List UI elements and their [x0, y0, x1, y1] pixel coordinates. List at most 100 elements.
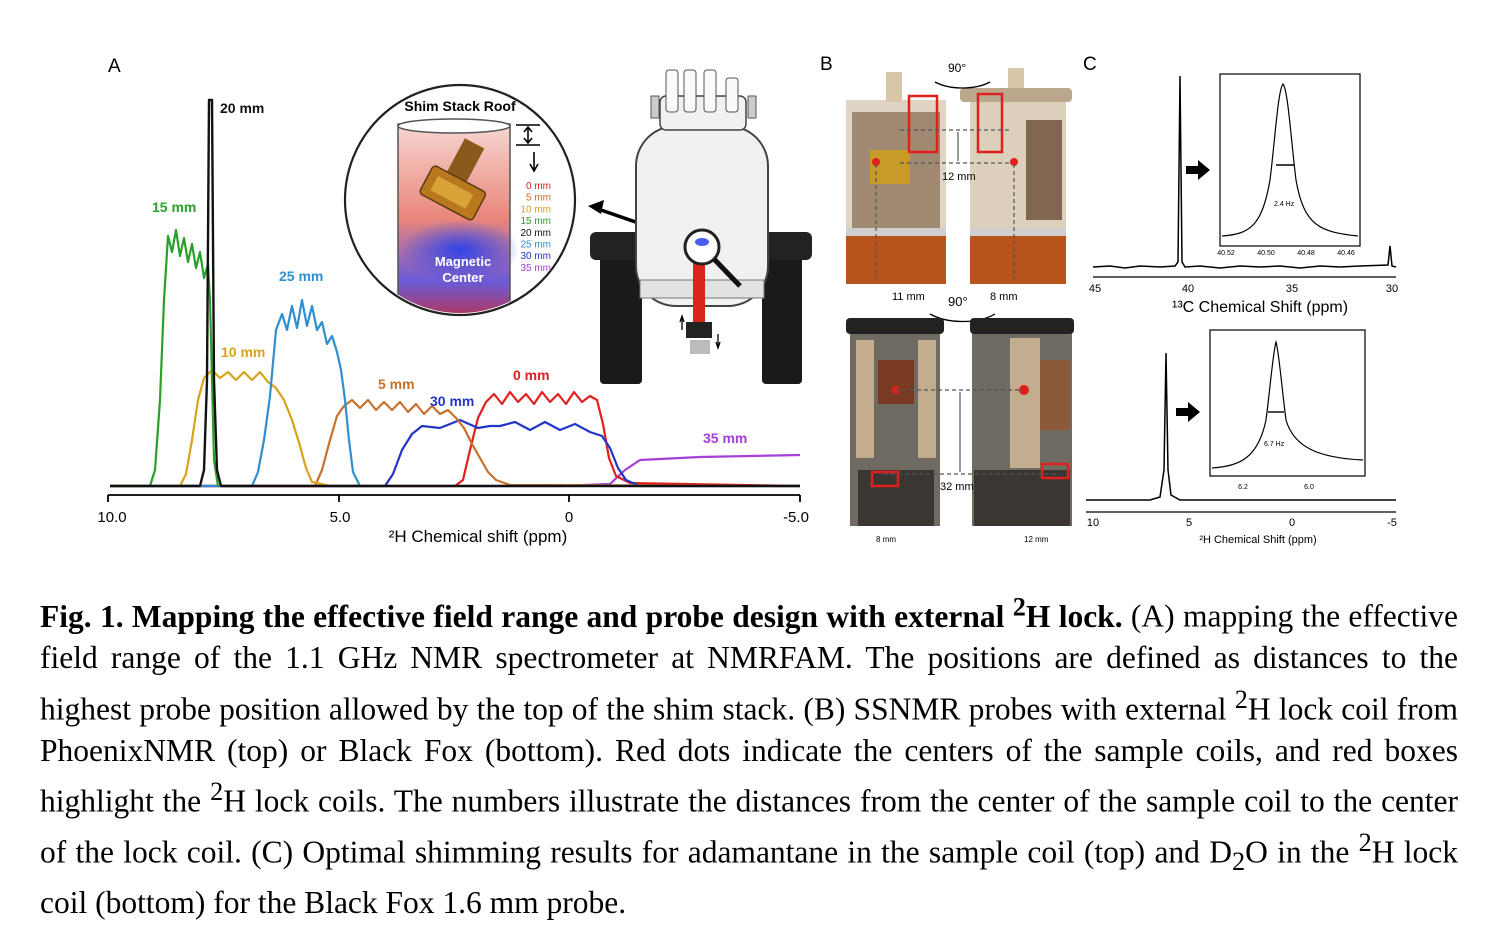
inset-position-label: 15 mm [520, 216, 551, 227]
tick-label: 35 [1286, 283, 1298, 295]
bottom-distance: 32 mm [940, 481, 974, 493]
arrow-icon [1186, 160, 1210, 180]
tick-label: 30 [1386, 283, 1398, 295]
c13-ticks: 45 40 35 30 [1089, 283, 1398, 295]
caption-title-text: Fig. 1. Mapping the effective field rang… [40, 598, 1013, 634]
tick-label: 40.46 [1337, 250, 1355, 257]
probe-head-icon [419, 138, 487, 221]
inset-title: Shim Stack Roof [404, 98, 516, 114]
label-25mm: 25 mm [279, 268, 323, 284]
label-15mm: 15 mm [152, 199, 196, 215]
x-axis-label-a: ²H Chemical shift (ppm) [389, 527, 568, 546]
magnetic-center-label-2: Center [442, 270, 483, 285]
tick-label: 10.0 [97, 509, 126, 526]
tick-label: -5.0 [783, 509, 809, 526]
trace-25mm [110, 298, 361, 488]
h2-inset-ticks: 6.2 6.0 [1238, 484, 1314, 491]
magnet-icon [590, 69, 812, 384]
figure-caption: Fig. 1. Mapping the effective field rang… [40, 586, 1458, 924]
label-10mm: 10 mm [221, 344, 265, 360]
trace-10mm [110, 368, 331, 488]
superscript: 2 [1012, 592, 1026, 621]
top-distance-guides [875, 129, 1015, 282]
blackfox-probe-photo-left [846, 318, 944, 526]
tick-label: 40 [1182, 283, 1194, 295]
trace-5mm [110, 398, 801, 488]
tick-label: 40.52 [1217, 250, 1235, 257]
top-left-width: 11 mm [892, 291, 925, 303]
pointer-arrowhead [588, 200, 604, 214]
inset-position-label: 5 mm [526, 193, 551, 204]
top-right-width: 8 mm [990, 291, 1018, 303]
panel-c-letter: C [1083, 54, 1097, 75]
shim-stack-inset: Shim Stack Roof Magnetic Center 0 mm5 mm… [343, 83, 577, 317]
inset-position-label: 30 mm [520, 251, 551, 262]
caption-body: H lock coil from PhoenixNMR (top) or Bla… [40, 691, 1458, 819]
phoenix-probe-photo-left [846, 72, 946, 284]
bottom-rotation: 90° [948, 294, 968, 309]
trace-0mm [110, 390, 801, 488]
label-0mm: 0 mm [513, 367, 550, 383]
tick-label: 40.50 [1257, 250, 1275, 257]
trace-15mm [110, 228, 220, 488]
top-distance: 12 mm [942, 171, 976, 183]
inset-position-label: 20 mm [520, 228, 551, 239]
c13-inset-box [1219, 73, 1361, 247]
c-bottom-spectrum: 10 5 0 -5 ²H Chemical Shift (ppm) 6.7 Hz… [1086, 329, 1397, 546]
caption-body: H lock coils. The numbers illustrate the… [40, 783, 1458, 870]
panel-b: B 12 mm [820, 54, 1074, 544]
inset-position-label: 10 mm [520, 204, 551, 215]
inset-position-label: 0 mm [526, 181, 551, 192]
top-rotation: 90° [948, 61, 966, 75]
caption-title-text-2: H lock. [1025, 598, 1123, 634]
spectra-traces [110, 98, 801, 488]
x-ticks-a: 10.0 5.0 0 -5.0 [97, 509, 809, 526]
label-5mm: 5 mm [378, 376, 415, 392]
h2-inset-box [1209, 329, 1366, 477]
magnetic-center-label: Magnetic [435, 254, 491, 269]
rotation-arrow-icon-2 [929, 313, 996, 323]
label-20mm: 20 mm [220, 100, 264, 116]
bottom-distance-guides [884, 389, 1060, 475]
phoenix-probe-photo-right [960, 68, 1072, 284]
tick-label: 0 [1289, 517, 1295, 529]
tick-label: 6.0 [1304, 484, 1314, 491]
tick-label: -5 [1387, 517, 1397, 529]
rotation-arrow-icon [934, 81, 991, 89]
position-arrows [516, 124, 540, 173]
label-35mm: 35 mm [703, 430, 747, 446]
caption-body: H lock coil (bottom) for the Black Fox 1… [40, 834, 1459, 921]
blackfox-probe-photo-right [970, 318, 1074, 526]
caption-body: O in the [1245, 834, 1359, 870]
caption-title: Fig. 1. Mapping the effective field rang… [40, 592, 1123, 634]
tick-label: 5 [1186, 517, 1192, 529]
panel-a: A 10.0 5.0 0 -5.0 ²H Chemical shift (pp [97, 56, 812, 546]
trace-20mm [110, 98, 800, 488]
subscript: 2 [1231, 846, 1246, 876]
x-axis-a [107, 494, 801, 502]
tick-label: 10 [1087, 517, 1099, 529]
arrow-icon [1176, 402, 1200, 422]
superscript: 2 [210, 777, 224, 806]
c13-inset-trace [1221, 83, 1359, 237]
tick-label: 45 [1089, 283, 1101, 295]
trace-30mm [110, 418, 800, 488]
superscript: 2 [1358, 828, 1372, 857]
h2-axis-label: ²H Chemical Shift (ppm) [1199, 534, 1316, 546]
c13-spectrum-trace [1092, 75, 1397, 269]
inset-position-label: 25 mm [520, 240, 551, 251]
c13-axis-label: ¹³C Chemical Shift (ppm) [1172, 299, 1348, 316]
panel-c: C 45 40 35 30 ¹³C Chemical Shift (ppm) 2… [1083, 54, 1398, 546]
superscript: 2 [1234, 684, 1248, 714]
h2-linewidth: 6.7 Hz [1264, 441, 1285, 448]
h2-ticks: 10 5 0 -5 [1087, 517, 1397, 529]
bottom-left-width: 8 mm [876, 535, 896, 544]
caption-body: (A) mapping the effective field range of… [40, 598, 1458, 727]
c13-linewidth: 2.4 Hz [1274, 201, 1295, 208]
label-30mm: 30 mm [430, 393, 474, 409]
tick-label: 40.48 [1297, 250, 1315, 257]
tick-label: 0 [565, 509, 573, 526]
panel-b-letter: B [820, 54, 833, 75]
c13-inset-ticks: 40.52 40.50 40.48 40.46 [1217, 250, 1355, 257]
trace-labels: 20 mm 15 mm 25 mm 10 mm 5 mm 30 mm 0 mm … [152, 100, 747, 446]
